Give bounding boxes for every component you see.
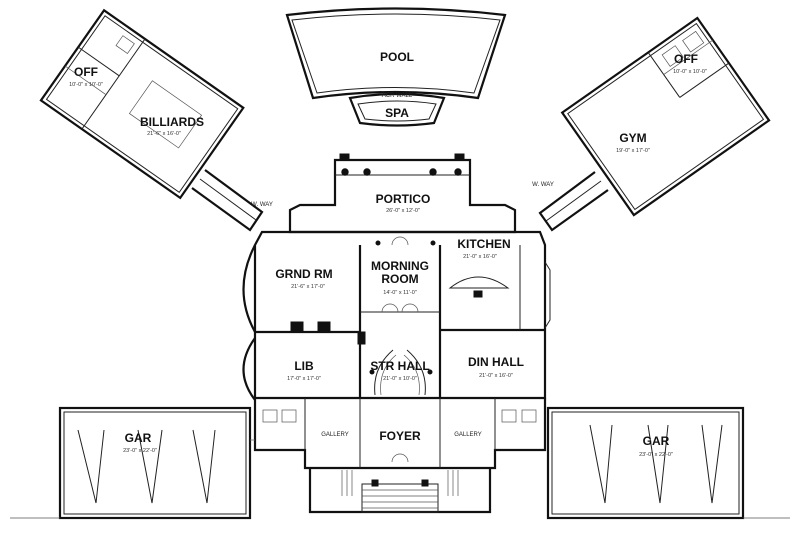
gym-dim: 19'-0" x 17'-0" — [616, 148, 650, 154]
morning-room-dim: 14'-0" x 11'-0" — [383, 290, 416, 296]
billiards-label: BILLIARDS — [140, 115, 204, 129]
library-dim: 17'-0" x 17'-0" — [287, 376, 321, 382]
spa-label: SPA — [385, 106, 409, 120]
portico: PORTICO 26'-0" x 12'-0" — [288, 153, 517, 234]
portico-dim: 26'-0" x 12'-0" — [386, 208, 420, 214]
gallery-left-label: GALLERY — [321, 432, 349, 438]
billiards-dim: 21'-6" x 16'-0" — [147, 131, 181, 137]
garage-right-dim: 23'-0" x 22'-0" — [639, 452, 673, 458]
pool-label: POOL — [380, 50, 414, 64]
garage-left-dim: 23'-0" x 22'-0" — [123, 448, 157, 454]
spa-note: ACR WALL — [382, 93, 413, 99]
office-right-dim: 10'-0" x 10'-0" — [673, 69, 707, 75]
foyer-label: FOYER — [379, 429, 421, 443]
portico-label: PORTICO — [376, 192, 431, 206]
spa: ACR WALL SPA — [348, 92, 446, 127]
office-left-label: OFF — [74, 65, 98, 79]
main-house: KITCHEN 21'-0" x 16'-0" GRND RM 21'-6" x… — [242, 230, 551, 401]
dining-hall-dim: 21'-0" x 16'-0" — [479, 373, 513, 379]
garage-right: GAR 23'-0" x 22'-0" — [546, 406, 790, 520]
kitchen-label: KITCHEN — [457, 237, 510, 251]
left-wing: OFF 10'-0" x 10'-0" BILLIARDS 21'-6" x 1… — [39, 8, 273, 232]
walkway-left-label: W. WAY — [251, 202, 273, 208]
library-label: LIB — [294, 359, 314, 373]
garage-left-label: GAR — [125, 431, 152, 445]
front-section: FOYER GALLERY GALLERY — [253, 398, 547, 470]
grand-room-dim: 21'-6" x 17'-0" — [291, 284, 325, 290]
kitchen-dim: 21'-0" x 16'-0" — [463, 254, 497, 260]
pool: POOL — [285, 7, 507, 100]
garage-right-label: GAR — [643, 434, 670, 448]
dining-hall-label: DIN HALL — [468, 355, 524, 369]
morning-room-label-1: MORNING — [371, 259, 429, 273]
entry-steps — [308, 468, 492, 514]
stair-hall-label: STR HALL — [370, 359, 429, 373]
morning-room-label-2: ROOM — [381, 272, 418, 286]
right-wing: OFF 10'-0" x 10'-0" GYM 19'-0" x 17'-0" … — [532, 16, 771, 232]
gym-label: GYM — [619, 131, 646, 145]
stair-hall-dim: 21'-0" x 10'-0" — [383, 376, 417, 382]
office-left-dim: 10'-0" x 10'-0" — [69, 82, 103, 88]
office-right-label: OFF — [674, 52, 698, 66]
portico-columns — [339, 153, 465, 176]
garage-left: GAR 23'-0" x 22'-0" — [10, 406, 255, 520]
walkway-right-label: W. WAY — [532, 182, 554, 188]
gallery-right-label: GALLERY — [454, 432, 482, 438]
grand-room-label: GRND RM — [275, 267, 332, 281]
